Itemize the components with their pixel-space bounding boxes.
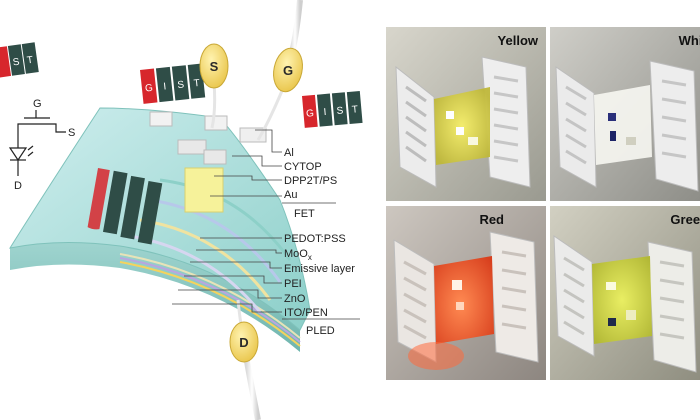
emission-film xyxy=(594,85,652,165)
photo-yellow-image xyxy=(386,27,546,201)
gist-logo-on-device xyxy=(87,168,163,245)
substrate xyxy=(8,107,311,352)
gist-letter: G xyxy=(145,83,154,95)
emission-film xyxy=(434,256,494,344)
photo-green: Green xyxy=(550,206,700,380)
photo-white: White xyxy=(550,27,700,201)
layer-label-zno: ZnO xyxy=(284,293,306,305)
gist-letter: T xyxy=(26,55,34,67)
layer-label-al: Al xyxy=(284,147,294,159)
circuit-gate-label: G xyxy=(33,98,42,110)
layer-label-emissive: Emissive layer xyxy=(284,263,355,275)
circuit-drain-label: D xyxy=(14,180,22,192)
gist-letter: I xyxy=(323,107,327,118)
diode-icon xyxy=(8,147,28,162)
layer-label-ito: ITO/PEN xyxy=(284,307,328,319)
pled-group-label: PLED xyxy=(306,325,335,337)
clip-connector-left xyxy=(395,65,437,188)
gist-letter: I xyxy=(163,81,167,92)
photo-grid: Yellow White xyxy=(386,27,700,380)
layer-label-dpp2t: DPP2T/PS xyxy=(284,175,337,187)
gist-letter: S xyxy=(12,57,20,69)
layer-label-pei: PEI xyxy=(284,278,302,290)
emission-film xyxy=(592,256,652,344)
layer-label-moox: MoOx xyxy=(284,248,312,262)
gate-pin: G xyxy=(273,47,303,93)
drain-pin-label: D xyxy=(239,335,248,350)
photo-red: Red xyxy=(386,206,546,380)
photo-white-image xyxy=(550,27,700,201)
emission-film xyxy=(434,87,490,165)
photo-green-image xyxy=(550,206,700,380)
leader-lines xyxy=(172,129,360,320)
photo-yellow: Yellow xyxy=(386,27,546,201)
layer-label-cytop: CYTOP xyxy=(284,161,322,173)
photo-label-green: Green xyxy=(670,212,700,227)
fet-group-label: FET xyxy=(294,208,315,220)
fet-stack xyxy=(149,111,267,213)
clip-connector-right xyxy=(481,56,531,188)
gist-logo-right: G I S T xyxy=(302,90,363,128)
gist-letter: T xyxy=(193,78,200,90)
circuit-source-label: S xyxy=(68,127,75,139)
gist-logo-center: G I S T xyxy=(140,63,206,104)
layer-label-pedot: PEDOT:PSS xyxy=(284,233,346,245)
gist-letter: S xyxy=(336,105,344,117)
gist-letter: S xyxy=(177,79,185,91)
device-schematic: S T G I S T G I S T xyxy=(0,0,363,420)
source-pin: S xyxy=(199,43,229,89)
gist-logo-left: S T xyxy=(0,42,39,78)
photo-label-red: Red xyxy=(479,212,504,227)
gist-letter: G xyxy=(306,108,315,120)
source-pin-label: S xyxy=(210,59,219,74)
drain-pin: D xyxy=(229,321,259,363)
gist-letter: T xyxy=(351,104,358,115)
photo-label-yellow: Yellow xyxy=(497,33,538,48)
circuit-symbol xyxy=(8,110,66,176)
layer-labels: Al CYTOP DPP2T/PS Au FET PEDOT:PSS MoOx … xyxy=(284,147,355,337)
gate-pin-label: G xyxy=(283,63,293,78)
layer-label-au: Au xyxy=(284,189,297,201)
photo-label-white: White xyxy=(678,33,700,48)
photo-red-image xyxy=(386,206,546,380)
